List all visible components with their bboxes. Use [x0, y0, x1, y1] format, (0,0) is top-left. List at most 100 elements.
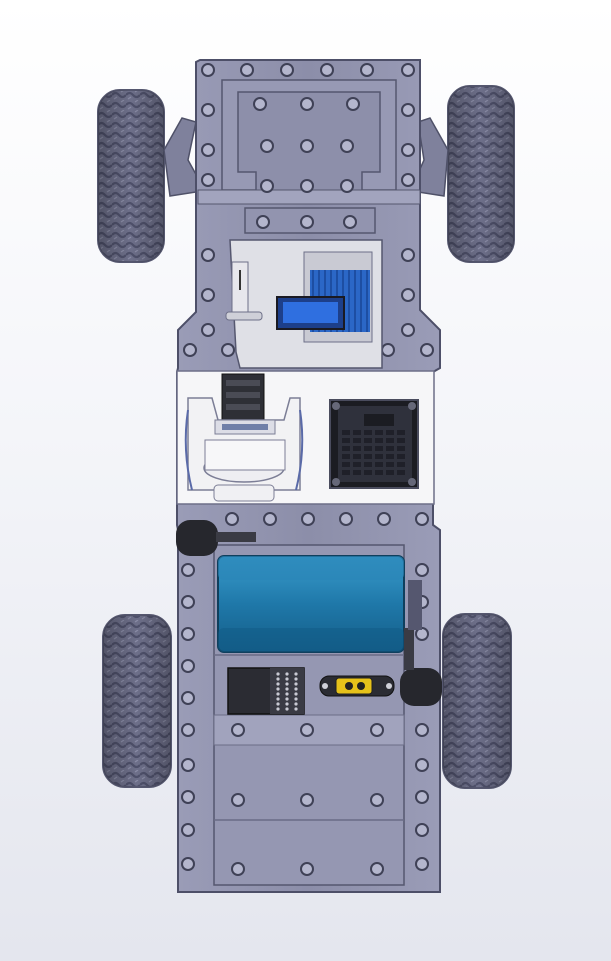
bolt-hole — [415, 758, 429, 772]
bolt-hole — [401, 143, 415, 157]
receiver-pin — [276, 687, 280, 691]
heatsink-fin — [353, 470, 361, 475]
heatsink-fin — [386, 430, 394, 435]
receiver-pin — [294, 692, 298, 696]
bolt-hole — [181, 595, 195, 609]
bolt-hole — [370, 723, 384, 737]
bolt-hole — [256, 215, 270, 229]
receiver-pin — [285, 707, 289, 711]
bolt-hole — [415, 790, 429, 804]
heatsink-fin — [397, 446, 405, 451]
heatsink-fin — [364, 462, 372, 467]
bolt-hole — [346, 97, 360, 111]
bolt-hole — [181, 691, 195, 705]
bolt-hole — [181, 627, 195, 641]
wheel-front-right — [447, 85, 515, 263]
bolt-hole — [340, 139, 354, 153]
bolt-hole — [253, 97, 267, 111]
receiver-pin — [285, 682, 289, 686]
wheel-front-left — [97, 89, 165, 263]
bolt-hole — [201, 248, 215, 262]
bolt-hole — [300, 723, 314, 737]
bolt-hole — [280, 63, 294, 77]
bolt-hole — [401, 63, 415, 77]
bolt-hole — [181, 857, 195, 871]
receiver-pin — [294, 687, 298, 691]
bolt-hole — [401, 323, 415, 337]
heatsink-fin — [386, 438, 394, 443]
bolt-hole — [183, 343, 197, 357]
receiver-pin — [294, 672, 298, 676]
heatsink-fin — [375, 462, 383, 467]
bolt-hole — [300, 139, 314, 153]
wheel-rear-left — [102, 614, 172, 788]
heatsink-fin — [342, 470, 350, 475]
heatsink-fin — [375, 438, 383, 443]
processor-heatsink — [329, 399, 419, 489]
bolt-hole — [401, 173, 415, 187]
heatsink-fin — [397, 430, 405, 435]
receiver-pin — [294, 702, 298, 706]
receiver-pin — [276, 672, 280, 676]
bolt-hole — [401, 288, 415, 302]
heatsink-fin — [364, 454, 372, 459]
heatsink-fin — [386, 470, 394, 475]
heatsink-fin — [375, 454, 383, 459]
heatsink-fin — [386, 462, 394, 467]
receiver-pin — [276, 682, 280, 686]
receiver-pin — [276, 697, 280, 701]
heatsink-fin — [353, 454, 361, 459]
bolt-hole — [320, 63, 334, 77]
receiver-pin — [285, 677, 289, 681]
bolt-hole — [339, 512, 353, 526]
sensor-module — [225, 261, 263, 321]
bolt-hole — [301, 512, 315, 526]
receiver-pin — [294, 707, 298, 711]
bolt-hole — [221, 343, 235, 357]
receiver-pin — [276, 677, 280, 681]
receiver-pin — [276, 707, 280, 711]
steering-linkage — [163, 117, 449, 197]
bolt-hole — [415, 563, 429, 577]
bolt-hole — [370, 793, 384, 807]
bolt-hole — [343, 215, 357, 229]
heatsink-fin — [364, 430, 372, 435]
receiver-pin — [294, 677, 298, 681]
bolt-hole — [181, 723, 195, 737]
heatsink-fin — [364, 446, 372, 451]
heatsink-fin — [342, 430, 350, 435]
receiver-pin — [285, 697, 289, 701]
bolt-hole — [231, 723, 245, 737]
bolt-hole — [231, 862, 245, 876]
receiver-pin — [294, 697, 298, 701]
bolt-hole — [201, 103, 215, 117]
heatsink-fin — [375, 470, 383, 475]
bolt-hole — [260, 179, 274, 193]
bolt-hole — [201, 143, 215, 157]
heatsink-fin — [342, 446, 350, 451]
heatsink-fin — [342, 454, 350, 459]
bolt-hole — [420, 343, 434, 357]
bolt-hole — [360, 63, 374, 77]
bolt-hole — [300, 215, 314, 229]
bolt-hole — [370, 862, 384, 876]
receiver-pin — [276, 702, 280, 706]
heatsink-fin — [397, 462, 405, 467]
receiver-pin — [285, 672, 289, 676]
bolt-hole — [181, 659, 195, 673]
receiver-module — [227, 667, 305, 715]
receiver-pin — [285, 692, 289, 696]
receiver-pin — [285, 687, 289, 691]
bolt-hole — [231, 793, 245, 807]
camera-gimbal — [184, 373, 304, 502]
bolt-hole — [181, 758, 195, 772]
heatsink-fin — [397, 438, 405, 443]
bolt-hole — [260, 139, 274, 153]
heatsink-fin — [364, 438, 372, 443]
bolt-hole — [181, 563, 195, 577]
heatsink-fin — [353, 446, 361, 451]
receiver-pin — [285, 702, 289, 706]
bolt-hole — [201, 288, 215, 302]
heatsink-fin — [375, 430, 383, 435]
bolt-hole — [240, 63, 254, 77]
